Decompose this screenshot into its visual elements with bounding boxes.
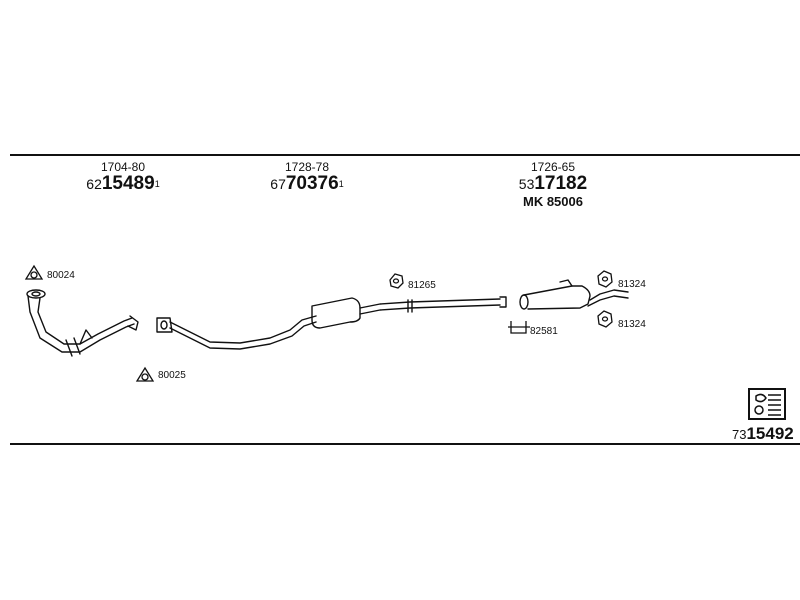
top-divider <box>10 154 800 156</box>
label-80025: 80025 <box>158 370 186 381</box>
group-2-partno: 67703761 <box>262 174 352 194</box>
label-80024: 80024 <box>47 270 75 281</box>
middle-pipe[interactable] <box>169 296 507 350</box>
part-group-2[interactable]: 1728-78 67703761 <box>262 160 352 194</box>
rear-silencer[interactable] <box>519 279 629 310</box>
hanger-81324-a-icon[interactable] <box>597 270 613 288</box>
part-group-3[interactable]: 1726-65 5317182 MK 85006 <box>508 160 598 210</box>
label-81324-b: 81324 <box>618 319 646 330</box>
group-1-code: 1704-80 <box>100 160 146 174</box>
brochure-icon[interactable] <box>748 388 788 422</box>
group-2-number: 70376 <box>285 173 339 194</box>
bottom-divider <box>10 443 800 445</box>
hanger-81324-b-icon[interactable] <box>597 310 613 328</box>
reference-number: 7315492 <box>732 424 794 444</box>
group-1-number: 15489 <box>101 173 155 194</box>
hanger-81265-icon[interactable] <box>389 273 404 289</box>
front-downpipe[interactable] <box>26 289 139 357</box>
flange-gasket[interactable] <box>156 317 173 333</box>
group-1-prefix: 62 <box>86 176 102 192</box>
group-2-code: 1728-78 <box>284 160 330 174</box>
group-2-prefix: 67 <box>270 176 286 192</box>
group-3-partno: 5317182 <box>508 174 598 194</box>
reference-main-number: 15492 <box>746 424 794 443</box>
clamp-80025-icon[interactable] <box>135 366 155 382</box>
group-3-mk: MK 85006 <box>523 194 583 209</box>
label-81265: 81265 <box>408 280 436 291</box>
clamp-80024-icon[interactable] <box>24 264 44 280</box>
group-3-number: 17182 <box>534 173 588 194</box>
group-3-code: 1726-65 <box>530 160 576 174</box>
label-81324-a: 81324 <box>618 279 646 290</box>
group-2-sup: 1 <box>338 179 344 189</box>
label-82581: 82581 <box>530 326 558 337</box>
part-group-1[interactable]: 1704-80 62154891 <box>78 160 168 194</box>
group-3-prefix: 53 <box>518 176 535 192</box>
reference-prefix: 73 <box>732 427 747 442</box>
group-1-sup: 1 <box>154 179 160 189</box>
group-1-partno: 62154891 <box>78 174 168 194</box>
bracket-82581-icon[interactable] <box>508 321 530 334</box>
